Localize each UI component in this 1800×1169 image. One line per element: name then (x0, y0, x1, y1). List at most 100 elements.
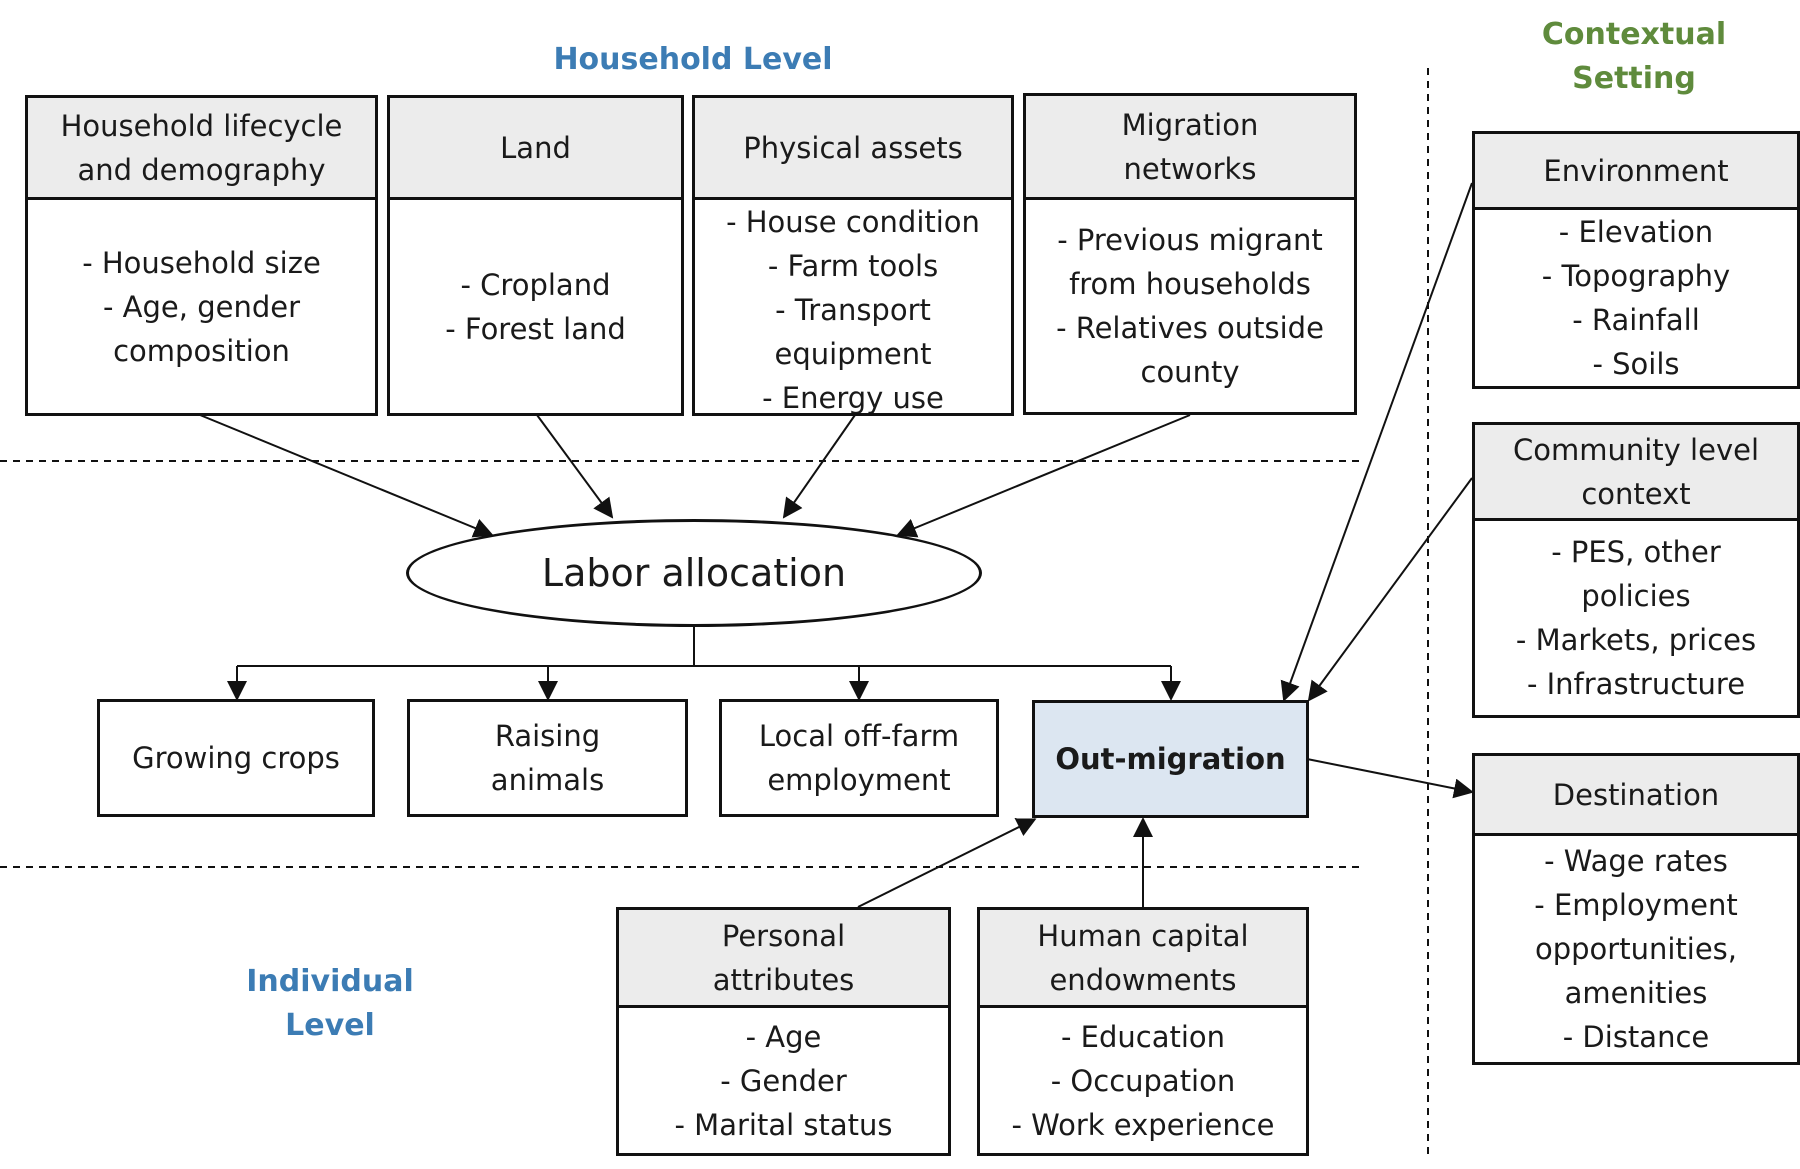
human-capital-box: Human capital endowments - Education - O… (977, 907, 1309, 1156)
item-line: - Age, gender (102, 289, 300, 324)
personal-attributes-box: Personal attributes - Age - Gender - Mar… (616, 907, 951, 1156)
household-lifecycle-body: - Household size - Age, gender compositi… (28, 200, 375, 413)
activity-line: Raising (494, 719, 601, 753)
community-context-box: Community level context - PES, other pol… (1472, 422, 1800, 718)
item-line: - Wage rates (1544, 844, 1728, 878)
environment-body: - Elevation - Topography - Rainfall - So… (1475, 210, 1797, 386)
header-line: Community level (1512, 432, 1760, 467)
individual-level-line-1: Individual (246, 964, 414, 999)
header-line: Environment (1543, 153, 1729, 188)
item-line: - Relatives outside (1056, 311, 1324, 345)
header-line: endowments (1049, 962, 1237, 997)
item-line: - Work experience (1011, 1107, 1275, 1142)
arrow-environment-to-out-migration (1280, 182, 1473, 702)
header-line: Human capital (1037, 918, 1249, 953)
contextual-setting-line-2: Setting (1572, 61, 1696, 96)
item-line: - Energy use (762, 381, 944, 413)
migration-networks-body: - Previous migrant from households - Rel… (1026, 200, 1354, 412)
item-line: - Occupation (1050, 1063, 1236, 1098)
activity-line: Local off-farm (758, 719, 960, 753)
human-capital-header: Human capital endowments (980, 910, 1306, 1008)
item-line: - Infrastructure (1526, 667, 1746, 701)
item-line: county (1140, 355, 1240, 389)
item-line: - Distance (1562, 1020, 1710, 1054)
item-line: - Transport (775, 293, 931, 327)
item-line: - PES, other (1551, 535, 1721, 569)
personal-attributes-header: Personal attributes (619, 910, 948, 1008)
destination-header: Destination (1475, 756, 1797, 836)
land-header: Land (390, 98, 681, 200)
header-line: Destination (1552, 777, 1720, 812)
activity-line: animals (490, 763, 605, 797)
header-line: Land (500, 130, 571, 165)
labor-allocation-label: Labor allocation (541, 551, 847, 595)
item-line: - Household size (82, 245, 321, 280)
item-line: - Marital status (674, 1107, 893, 1142)
labor-allocation-node: Labor allocation (406, 519, 982, 627)
item-line: - Elevation (1558, 215, 1714, 249)
item-line: - Cropland (460, 267, 611, 302)
header-line: networks (1123, 151, 1257, 186)
item-line: equipment (774, 337, 932, 371)
arrow-assets-to-labor (782, 414, 856, 519)
item-line: - Education (1060, 1019, 1226, 1054)
item-line: policies (1581, 579, 1691, 613)
item-line: - House condition (726, 205, 980, 239)
header-line: Household lifecycle (60, 108, 343, 143)
land-body: - Cropland - Forest land (390, 200, 681, 413)
header-line: Migration (1121, 107, 1259, 142)
household-lifecycle-box: Household lifecycle and demography - Hou… (25, 95, 378, 416)
item-line: - Age (745, 1019, 822, 1054)
community-context-header: Community level context (1475, 425, 1797, 521)
activity-line: employment (767, 763, 951, 797)
physical-assets-box: Physical assets - House condition - Farm… (692, 95, 1014, 416)
activity-line: Growing crops (132, 741, 340, 775)
growing-crops-box: Growing crops (97, 699, 375, 817)
arrow-land-to-labor (536, 414, 614, 519)
activity-line: Out-migration (1055, 742, 1286, 776)
arrow-lifecycle-to-labor (199, 414, 494, 538)
destination-box: Destination - Wage rates - Employment op… (1472, 753, 1800, 1065)
contextual-setting-label: Contextual Setting (1522, 13, 1746, 101)
header-line: Personal (721, 918, 846, 953)
item-line: - Forest land (445, 311, 626, 346)
header-line: context (1581, 476, 1691, 511)
item-line: - Soils (1592, 347, 1680, 381)
header-line: attributes (712, 962, 855, 997)
household-level-text: Household Level (553, 42, 833, 77)
environment-box: Environment - Elevation - Topography - R… (1472, 131, 1800, 389)
local-off-farm-employment-box: Local off-farm employment (719, 699, 999, 817)
item-line: - Farm tools (767, 249, 939, 283)
community-context-body: - PES, other policies - Markets, prices … (1475, 521, 1797, 715)
header-line: Physical assets (743, 130, 963, 165)
item-line: from households (1069, 267, 1311, 301)
item-line: composition (113, 333, 290, 368)
item-line: opportunities, (1534, 932, 1737, 966)
raising-animals-box: Raising animals (407, 699, 688, 817)
personal-attributes-body: - Age - Gender - Marital status (619, 1008, 948, 1153)
arrow-community-to-out-migration (1307, 477, 1473, 702)
header-line: and demography (77, 152, 326, 187)
individual-level-line-2: Level (285, 1008, 375, 1043)
individual-level-label: Individual Level (230, 960, 430, 1048)
environment-header: Environment (1475, 134, 1797, 210)
human-capital-body: - Education - Occupation - Work experien… (980, 1008, 1306, 1153)
item-line: - Employment (1534, 888, 1738, 922)
item-line: - Gender (720, 1063, 847, 1098)
physical-assets-header: Physical assets (695, 98, 1011, 200)
out-migration-box: Out-migration (1032, 700, 1309, 818)
contextual-setting-line-1: Contextual (1541, 17, 1727, 52)
item-line: - Markets, prices (1515, 623, 1757, 657)
household-level-label: Household Level (540, 38, 846, 82)
item-line: - Rainfall (1572, 303, 1700, 337)
land-box: Land - Cropland - Forest land (387, 95, 684, 416)
migration-networks-box: Migration networks - Previous migrant fr… (1023, 93, 1357, 415)
physical-assets-body: - House condition - Farm tools - Transpo… (695, 200, 1011, 413)
arrow-out-migration-to-destination (1306, 758, 1474, 799)
household-lifecycle-header: Household lifecycle and demography (28, 98, 375, 200)
item-line: - Previous migrant (1057, 223, 1323, 257)
destination-body: - Wage rates - Employment opportunities,… (1475, 836, 1797, 1062)
item-line: - Topography (1541, 259, 1731, 293)
